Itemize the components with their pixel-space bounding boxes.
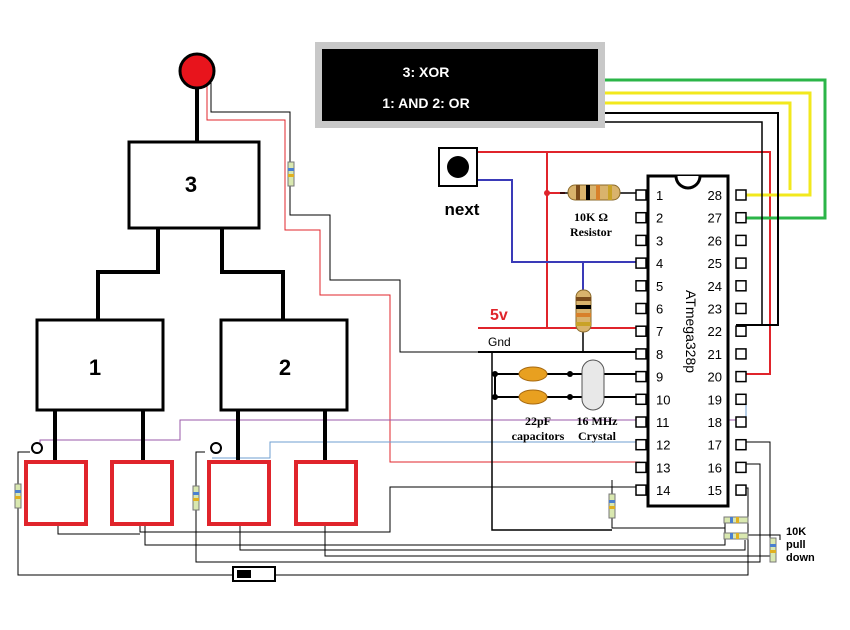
capacitors [515, 366, 565, 405]
lcd-display: 3: XOR 1: AND 2: OR [315, 42, 605, 128]
lcd-line1: 3: XOR [403, 64, 450, 80]
chip-pin-label-23: 23 [708, 302, 722, 317]
chip-pin-label-13: 13 [656, 460, 670, 475]
ground-label: Gnd [488, 335, 511, 349]
chip-pin-16 [735, 461, 747, 474]
chip-pin-label-4: 4 [656, 256, 663, 271]
chip-pin-label-9: 9 [656, 370, 663, 385]
chip-pin-label-7: 7 [656, 324, 663, 339]
chip-pin-23 [735, 302, 747, 315]
input-button-1a [24, 460, 88, 526]
chip-pin-label-26: 26 [708, 233, 722, 248]
chip-pin-27 [735, 211, 747, 224]
lcd-line2: 1: AND 2: OR [382, 95, 469, 111]
chip-pin-label-28: 28 [708, 188, 722, 203]
chip-pin-label-27: 27 [708, 211, 722, 226]
chip-pin-15 [735, 484, 747, 496]
chip-pin-21 [735, 348, 747, 360]
chip-pin-5 [635, 280, 647, 292]
chip-pin-label-20: 20 [708, 370, 722, 385]
chip-pin-19 [735, 393, 747, 406]
crystal [581, 359, 605, 411]
chip-pin-2 [635, 211, 647, 224]
chip-pin-9 [635, 370, 647, 383]
gate-2-label: 2 [279, 355, 291, 380]
chip-pin-label-14: 14 [656, 483, 670, 498]
resistor-label-name: Resistor [570, 225, 613, 239]
gate-3 [127, 140, 261, 230]
chip-pin-label-6: 6 [656, 302, 663, 317]
chip-pin-label-21: 21 [708, 347, 722, 362]
chip-pin-28 [735, 189, 747, 201]
chip-pin-label-19: 19 [708, 392, 722, 407]
gate-1-label: 1 [89, 355, 101, 380]
chip-pin-13 [635, 461, 647, 474]
input-button-2a [207, 460, 271, 526]
gate-2 [219, 318, 349, 412]
power-label: 5v [490, 307, 508, 324]
chip-pin-17 [735, 438, 747, 451]
input-switch-markers [31, 442, 222, 454]
cap-label-name: capacitors [512, 429, 565, 443]
chip-pin-label-2: 2 [656, 211, 663, 226]
chip-pin-4 [635, 257, 647, 269]
small-resistors [14, 161, 777, 563]
chip-pin-3 [635, 234, 647, 247]
next-button[interactable] [438, 147, 478, 187]
resistor-pullup-vertical [575, 289, 592, 333]
chip-pin-label-5: 5 [656, 279, 663, 294]
chip-pin-26 [735, 234, 747, 247]
chip-pin-label-15: 15 [708, 483, 722, 498]
chip-pin-24 [735, 280, 747, 292]
led-output [178, 52, 216, 142]
chip-pin-label-18: 18 [708, 415, 722, 430]
pulldown-label-1: 10K [786, 526, 806, 538]
chip-pin-label-24: 24 [708, 279, 722, 294]
input-button-1b [110, 460, 174, 526]
chip-pins: 1234567891011121314282726252423222120191… [635, 188, 747, 498]
input-buttons [24, 460, 358, 526]
gate-connections [53, 228, 327, 462]
chip-pin-20 [735, 370, 747, 383]
cap-label-value: 22pF [525, 414, 551, 428]
chip-pin-label-25: 25 [708, 256, 722, 271]
input-button-2b [294, 460, 358, 526]
crystal-label-value: 16 MHz [577, 414, 619, 428]
resistor-10k-horizontal [560, 184, 640, 201]
pulldown-label-2: pull [786, 539, 806, 551]
gate-1 [35, 318, 165, 412]
chip-pin-25 [735, 257, 747, 269]
chip-pin-12 [635, 438, 647, 451]
chip-pin-label-16: 16 [708, 460, 722, 475]
chip-pin-label-11: 11 [656, 415, 670, 430]
resistor-label-value: 10K Ω [574, 210, 608, 224]
chip-pin-label-22: 22 [708, 324, 722, 339]
chip-pin-10 [635, 393, 647, 406]
chip-pin-22 [735, 325, 747, 337]
next-button-label: next [445, 200, 480, 219]
chip-pin-6 [635, 302, 647, 315]
chip-pin-8 [635, 348, 647, 360]
gate-3-label: 3 [185, 172, 197, 197]
chip-pin-18 [735, 416, 747, 428]
power-switch[interactable] [232, 566, 276, 582]
chip-pin-1 [635, 189, 647, 201]
crystal-label-name: Crystal [578, 429, 617, 443]
chip-pin-7 [635, 325, 647, 337]
chip-pin-label-10: 10 [656, 392, 670, 407]
chip-label: ATmega328p [683, 290, 699, 373]
chip-pin-label-3: 3 [656, 233, 663, 248]
chip-pin-label-12: 12 [656, 438, 670, 453]
pulldown-label-3: down [786, 552, 815, 564]
atmega-chip [646, 174, 730, 508]
chip-pin-label-1: 1 [656, 188, 663, 203]
chip-pin-11 [635, 416, 647, 428]
chip-pin-14 [635, 484, 647, 496]
chip-pin-label-8: 8 [656, 347, 663, 362]
chip-pin-label-17: 17 [708, 438, 722, 453]
